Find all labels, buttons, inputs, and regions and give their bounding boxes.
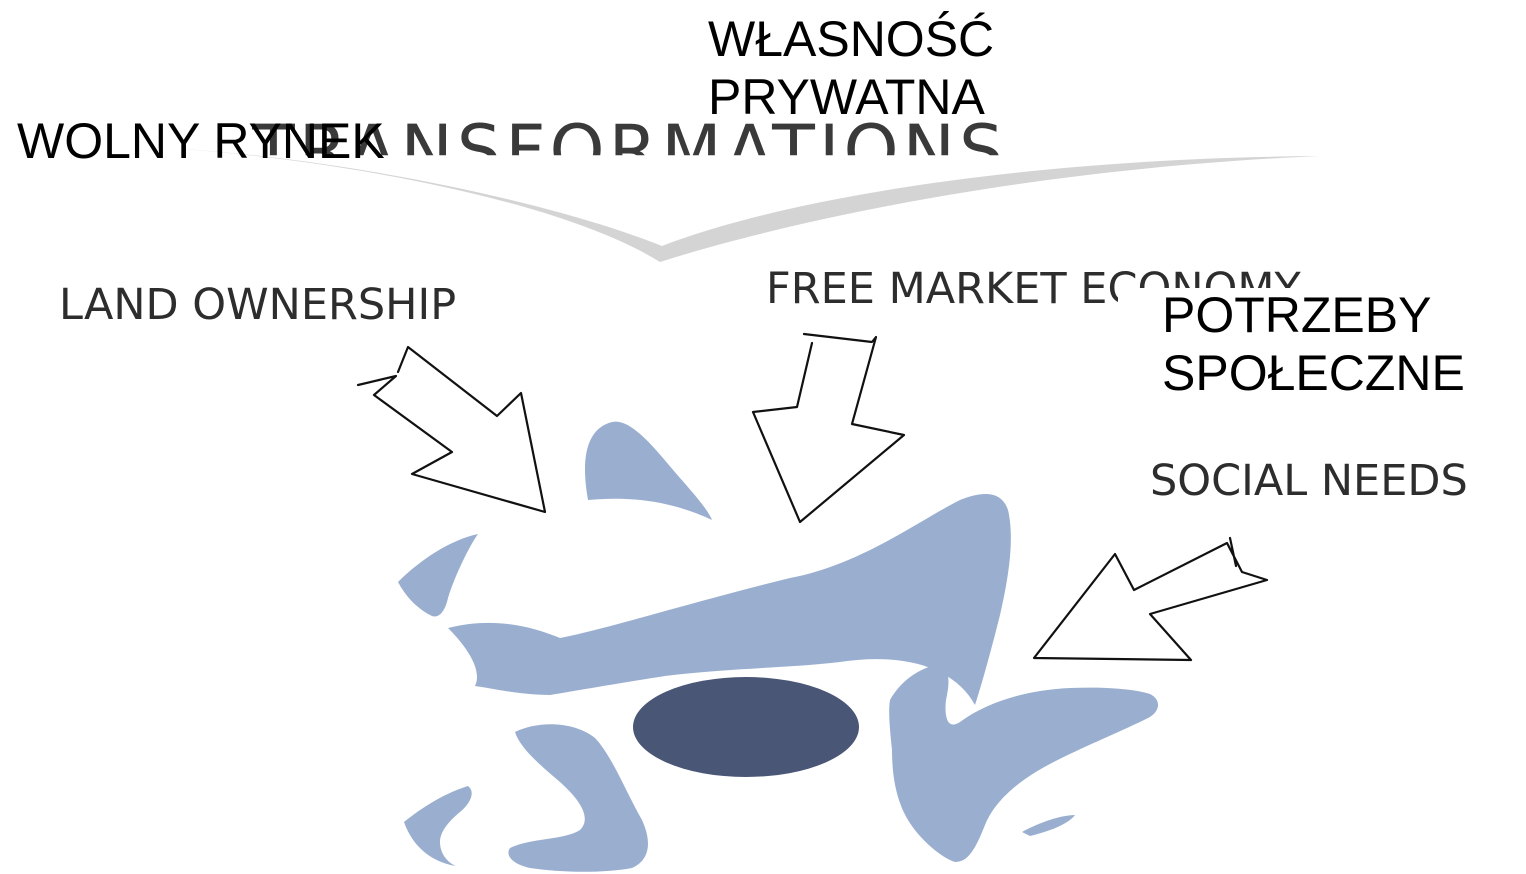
center-ellipse	[633, 677, 859, 777]
splash-small-sliver	[1022, 815, 1075, 836]
label-potrzeby-spoleczne: POTRZEBY SPOŁECZNE	[1162, 286, 1465, 402]
label-land-ownership: LAND OWNERSHIP	[59, 284, 456, 327]
label-wlasnosc-line-2: PRYWATNA	[708, 68, 994, 126]
label-wlasnosc-line-1: WŁASNOŚĆ	[708, 10, 994, 68]
arrow-land-ownership	[358, 347, 545, 512]
arrow-free-market	[753, 334, 904, 522]
label-wolny-rynek: WOLNY RYNEK	[17, 116, 385, 166]
splash-bottom-left	[508, 724, 648, 872]
label-potrzeby-line-1: POTRZEBY	[1162, 286, 1465, 344]
splash-drop-top	[585, 422, 712, 520]
label-potrzeby-line-2: SPOŁECZNE	[1162, 344, 1465, 402]
label-social-needs: SOCIAL NEEDS	[1150, 460, 1468, 503]
label-wlasnosc-prywatna: WŁASNOŚĆ PRYWATNA	[708, 10, 994, 126]
splash-left-drip	[404, 786, 472, 866]
splash-left-arc	[398, 534, 478, 616]
arrow-social-needs	[1034, 538, 1267, 660]
